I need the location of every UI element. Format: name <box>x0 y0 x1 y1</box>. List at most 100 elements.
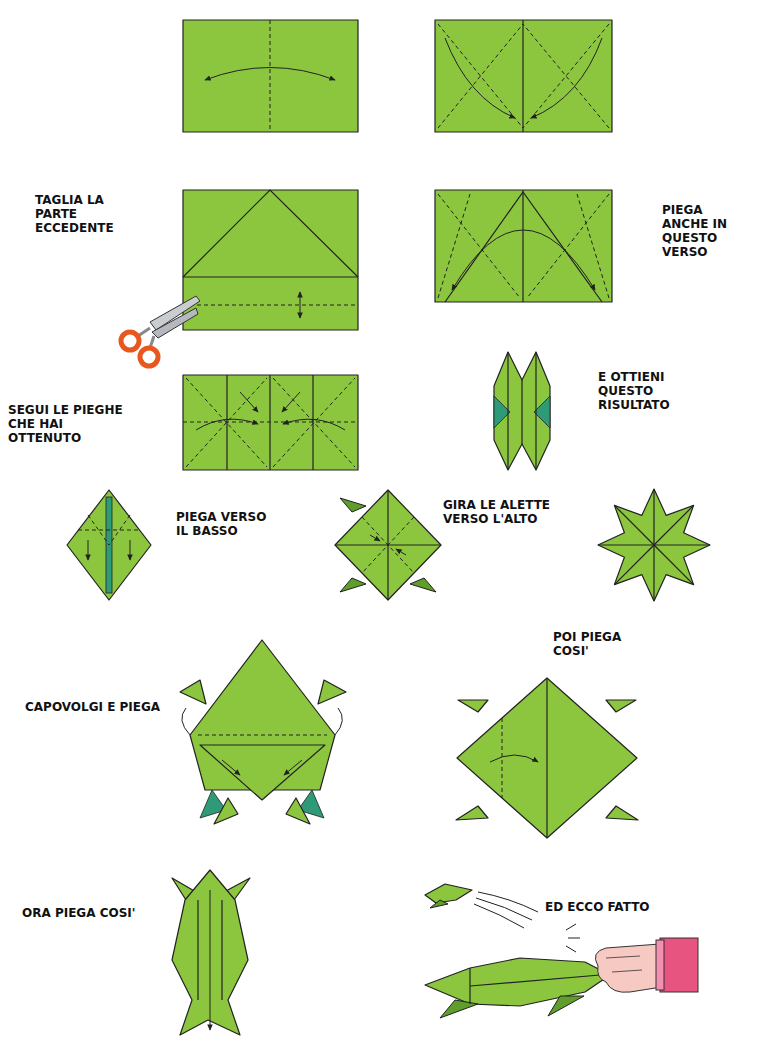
step-note: E OTTIENI QUESTO RISULTATO <box>598 370 698 412</box>
finished-frog <box>470 975 600 986</box>
step-sheet <box>183 375 358 470</box>
step-sheet <box>183 422 358 423</box>
step-sheet <box>531 38 602 118</box>
frog-fold <box>456 678 638 838</box>
folded-star <box>614 505 654 545</box>
frog-fold <box>200 745 325 800</box>
step-sheet <box>183 20 358 132</box>
hand <box>660 938 698 992</box>
flying-frog <box>425 884 580 952</box>
step-note: PIEGA ANCHE IN QUESTO VERSO <box>662 203 747 260</box>
step-sheet <box>438 24 523 128</box>
step-sheet <box>270 20 271 132</box>
step-sheet <box>527 194 609 298</box>
folded-form <box>507 352 508 470</box>
step-note: GIRA LE ALETTE VERSO L'ALTO <box>443 498 568 526</box>
step-sheet <box>183 190 358 330</box>
folded-form <box>521 380 522 444</box>
folded-diamond <box>109 515 130 545</box>
folded-star <box>598 489 710 601</box>
frog-fold <box>221 900 222 1000</box>
frog-fold <box>456 806 488 820</box>
frog-fold <box>222 760 240 775</box>
folded-diamond <box>67 490 151 600</box>
step-sheet <box>523 24 609 128</box>
flying-frog <box>566 924 576 930</box>
step-sheet <box>435 20 612 132</box>
folded-diamond <box>362 517 414 573</box>
step-sheet <box>183 190 358 330</box>
step-note: SEGUI LE PIEGHE CHE HAI OTTENUTO <box>8 403 130 445</box>
scissors <box>138 328 150 336</box>
finished-frog <box>548 996 584 1016</box>
hand <box>606 956 640 958</box>
step-sheet <box>445 192 602 302</box>
folded-form <box>535 352 536 470</box>
step-sheet <box>205 68 335 81</box>
frog-fold <box>502 718 503 798</box>
step-note: TAGLIA LA PARTE ECCEDENTE <box>35 193 135 235</box>
flying-frog <box>566 946 576 952</box>
frog-fold <box>546 678 547 838</box>
frog-fold <box>490 755 538 762</box>
step-sheet <box>183 190 358 277</box>
folded-star <box>598 489 710 601</box>
frog-fold <box>318 680 346 704</box>
folded-star <box>653 489 654 545</box>
folded-diamond <box>88 540 89 560</box>
folded-diamond <box>130 540 131 560</box>
step-note: CAPOVOLGI E PIEGA <box>25 700 160 714</box>
finished-frog <box>440 1000 478 1018</box>
step-sheet <box>282 392 300 412</box>
step-sheet <box>183 276 358 277</box>
step-sheet <box>183 305 358 306</box>
folded-diamond <box>335 490 441 600</box>
folded-star <box>654 505 694 545</box>
scissors <box>152 308 198 338</box>
flying-frog <box>430 900 448 908</box>
step-sheet <box>196 419 258 430</box>
step-note: ED ECCO FATTO <box>545 900 650 914</box>
frog-fold <box>180 640 346 824</box>
finished-frog <box>425 958 610 1006</box>
step-sheet <box>273 378 355 467</box>
step-sheet <box>435 190 612 302</box>
folded-star <box>654 544 710 545</box>
frog-fold <box>284 760 302 775</box>
folded-diamond <box>78 530 140 531</box>
hand <box>595 938 698 992</box>
frog-fold <box>210 890 211 1030</box>
step-sheet <box>438 194 520 298</box>
folded-star <box>653 545 654 601</box>
folded-diamond <box>335 490 441 600</box>
step-sheet <box>300 292 301 318</box>
folded-diamond <box>396 549 406 555</box>
folded-form <box>494 352 550 470</box>
step-sheet <box>183 20 358 132</box>
step-sheet <box>273 378 355 467</box>
frog-fold <box>606 700 636 712</box>
flying-frog <box>425 884 472 903</box>
step-sheet <box>283 419 345 430</box>
flying-frog <box>568 938 580 939</box>
frog-fold <box>172 870 250 1035</box>
step-note: ORA PIEGA COSI' <box>22 906 135 920</box>
frog-fold <box>335 708 342 735</box>
step-sheet <box>577 194 609 298</box>
hand <box>612 970 642 972</box>
scissors <box>121 332 139 350</box>
finished-frog <box>425 958 610 1018</box>
frog-fold <box>457 678 637 838</box>
frog-fold <box>198 735 327 736</box>
step-sheet <box>438 24 523 128</box>
step-sheet <box>183 375 358 470</box>
step-sheet <box>445 38 515 118</box>
step-sheet <box>522 20 523 132</box>
step-sheet <box>523 24 609 128</box>
scissors <box>121 296 200 366</box>
step-note: POI PIEGA COSI' <box>553 630 625 658</box>
frog-fold <box>458 700 488 712</box>
folded-diamond <box>88 515 109 545</box>
